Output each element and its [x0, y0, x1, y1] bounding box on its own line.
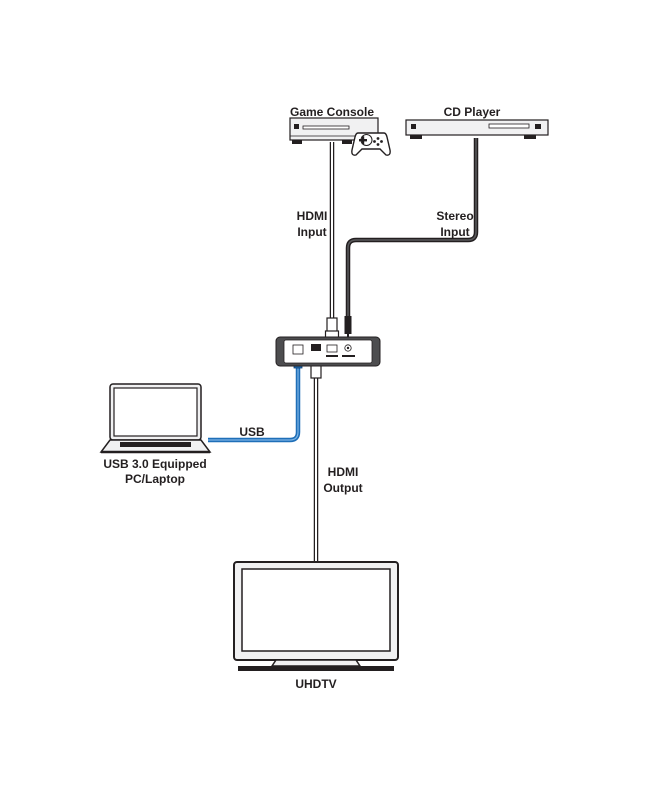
- stereo-input-label-line1: Stereo: [436, 209, 473, 223]
- gamepad-icon: [351, 132, 391, 156]
- cd-player: [405, 119, 549, 139]
- hdmi-in-port-icon: [326, 344, 338, 353]
- stereo-input-label-line2: Input: [440, 225, 469, 239]
- hdmi-input-cable: [324, 142, 340, 341]
- usb-label: USB: [239, 425, 265, 439]
- game-console: [289, 117, 391, 156]
- hdmi-output-label-line1: HDMI: [328, 465, 359, 479]
- uhdtv: [233, 561, 399, 671]
- hdmi-input-label-line1: HDMI: [297, 209, 328, 223]
- hdmi-output-label-line2: Output: [323, 481, 362, 495]
- cd-player-label: CD Player: [444, 105, 501, 119]
- usb-port-icon: [292, 344, 304, 355]
- game-console-label: Game Console: [290, 105, 374, 119]
- extender-unit: [275, 336, 381, 367]
- laptop-label-line2: PC/Laptop: [125, 472, 185, 486]
- stereo-input-cable: [344, 138, 479, 340]
- hdmi-output-cable: [308, 351, 324, 562]
- uhdtv-label: UHDTV: [295, 677, 336, 691]
- laptop: [99, 383, 212, 454]
- hdmi-out-port-icon: [311, 344, 321, 351]
- hdmi-input-label-line2: Input: [297, 225, 326, 239]
- laptop-label-line1: USB 3.0 Equipped: [103, 457, 206, 471]
